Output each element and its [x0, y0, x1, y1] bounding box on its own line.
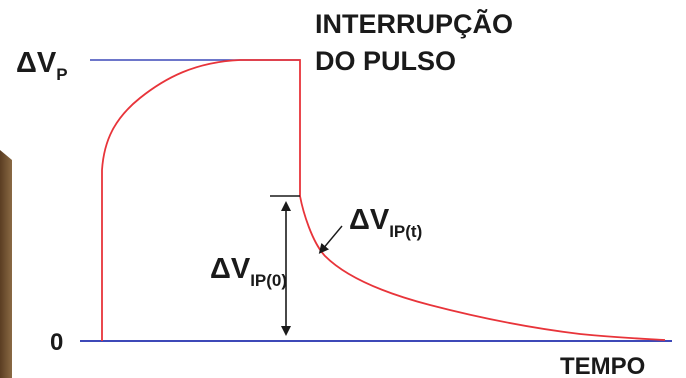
- photo-edge-fragment: [0, 150, 12, 378]
- time-axis-label: TEMPO: [560, 353, 645, 378]
- zero-label: 0: [50, 329, 63, 356]
- dvipt-label: ΔVIP(t): [349, 204, 422, 241]
- dvp-label: ΔVP: [16, 47, 68, 84]
- ipt-pointer-arrow: [318, 225, 343, 254]
- interruption-label-line1: INTERRUPÇÃO: [315, 8, 513, 39]
- potential-curve: [101, 59, 666, 341]
- interruption-label-line2: DO PULSO: [315, 46, 456, 76]
- dvip0-label: ΔVIP(0): [210, 253, 287, 290]
